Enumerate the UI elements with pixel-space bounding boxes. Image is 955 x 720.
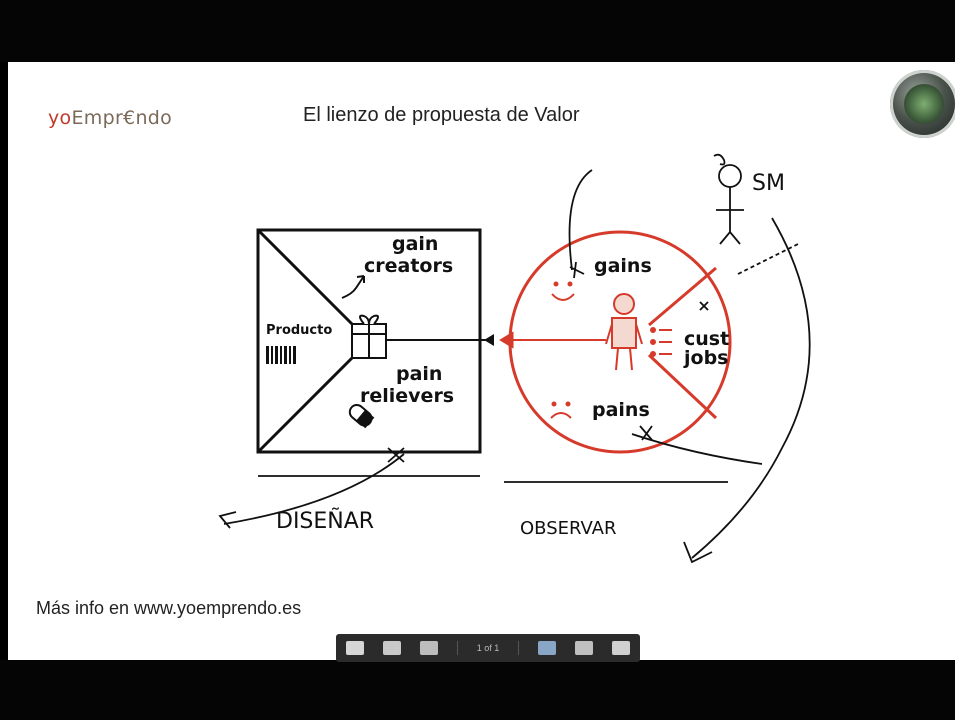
gain-creators-label-2: creators [364, 255, 453, 277]
handwritten-annotations [218, 153, 811, 564]
frown-icon [550, 401, 572, 419]
fullscreen-icon[interactable] [612, 641, 631, 655]
pain-relievers-label: pain [396, 363, 442, 385]
jobs-list-icon [650, 327, 672, 357]
gift-icon [351, 314, 387, 359]
trend-up-icon [341, 275, 365, 299]
presentation-toolbar: 1 of 1 [336, 634, 640, 662]
barcode-icon [266, 346, 296, 364]
slide-canvas: yoEmpr€ndo El lienzo de propuesta de Val… [8, 62, 955, 660]
value-map-square [256, 228, 492, 454]
value-proposition-canvas-diagram: gain creators Producto pain relievers [218, 153, 811, 564]
pill-icon [348, 404, 375, 429]
observar-label: OBSERVAR [520, 518, 617, 539]
jobs-label: jobs [683, 347, 728, 369]
cust-label: cust [684, 328, 729, 350]
pointer-icon[interactable] [575, 641, 594, 655]
page-indicator[interactable]: 1 of 1 [476, 643, 500, 653]
separator [518, 641, 520, 655]
gain-creators-label: gain [392, 233, 438, 255]
pains-label: pains [592, 399, 650, 421]
more-info-link: Más info en www.yoemprendo.es [36, 598, 302, 618]
badge-logo-icon [890, 70, 955, 138]
gains-label: gains [594, 255, 652, 277]
video-letterbox-bottom [0, 660, 955, 720]
copy-icon[interactable] [382, 641, 401, 655]
video-letterbox-top [0, 0, 955, 62]
customer-person-icon [605, 293, 643, 371]
separator [456, 641, 458, 655]
pen-icon[interactable] [538, 641, 557, 655]
yoemprendo-logo: yoEmpr€ndo [48, 107, 173, 129]
customer-profile-circle [499, 230, 732, 454]
slide-title: El lienzo de propuesta de Valor [303, 104, 580, 126]
disenar-label: DISEÑAR [276, 507, 374, 534]
pain-relievers-label-2: relievers [360, 385, 454, 407]
grid-icon[interactable] [419, 641, 438, 655]
sm-annotation: SM [752, 171, 785, 196]
producto-label: Producto [266, 323, 332, 338]
slides-view-icon[interactable] [345, 641, 364, 655]
link-arrow [484, 334, 494, 346]
smile-icon [551, 281, 575, 301]
